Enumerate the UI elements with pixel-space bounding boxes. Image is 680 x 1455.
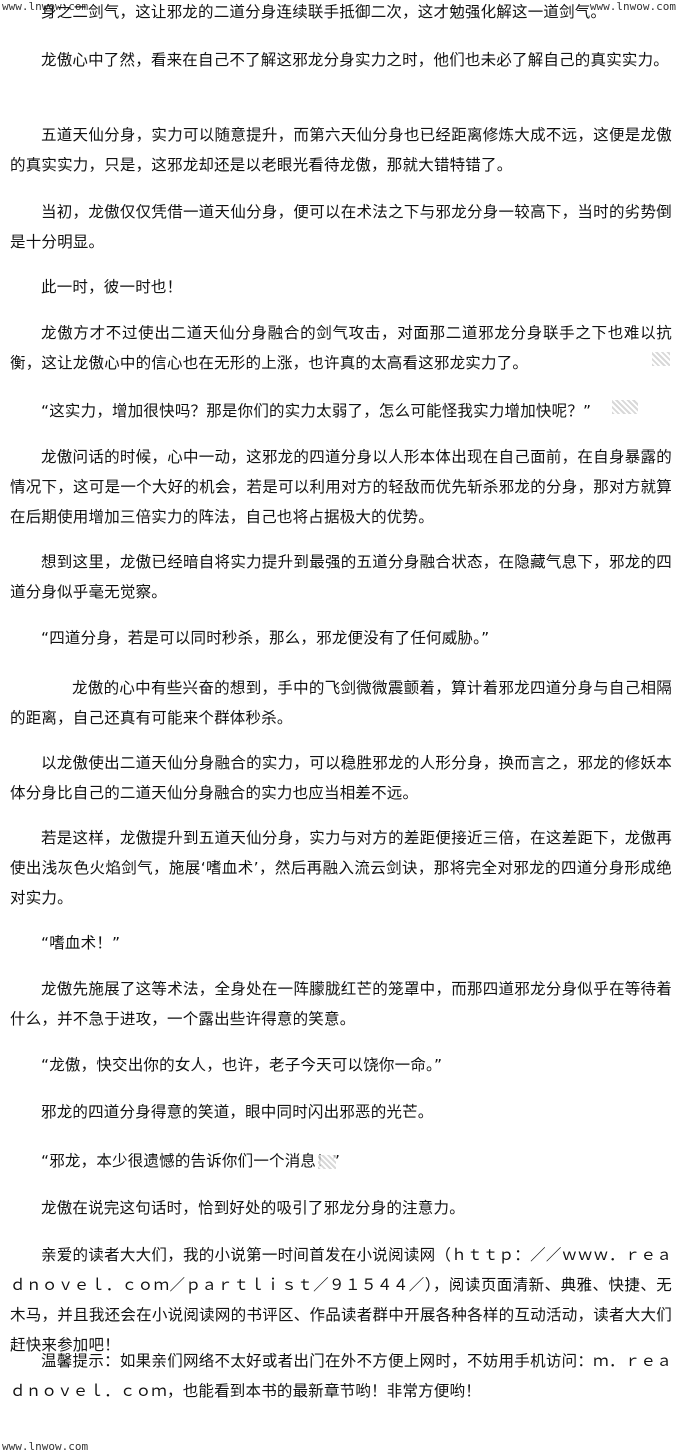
paragraph-19: 龙傲在说完这句话时，恰到好处的吸引了邪龙分身的注意力。: [41, 1199, 465, 1217]
paragraph-18: “邪龙，本少很遗憾的告诉你们一个消息！”: [41, 1152, 341, 1170]
site-watermark-top-left: www.lnwow.com: [2, 0, 89, 13]
paragraph-3: 五道天仙分身，实力可以随意提升，而第六天仙分身也已经距离修炼大成不远，这便是龙傲…: [10, 126, 672, 174]
paragraph-16: “龙傲，快交出你的女人，也许，老子今天可以饶你一命。”: [41, 1056, 443, 1074]
paragraph-4: 当初，龙傲仅仅凭借一道天仙分身，便可以在术法之下与邪龙分身一较高下，当时的劣势倒…: [10, 203, 672, 251]
paragraph-13: 若是这样，龙傲提升到五道天仙分身，实力与对方的差距便接近三倍，在这差距下，龙傲再…: [10, 829, 672, 907]
paragraph-5: 此一时，彼一时也！: [41, 278, 183, 296]
scan-noise-mark: [612, 400, 638, 414]
paragraph-6: 龙傲方才不过使出二道天仙分身融合的剑气攻击，对面那二道邪龙分身联手之下也难以抗衡…: [10, 324, 672, 372]
paragraph-15: 龙傲先施展了这等术法，全身处在一阵朦胧红芒的笼罩中，而那四道邪龙分身似乎在等待着…: [10, 980, 672, 1028]
site-watermark-bottom-left: www.lnwow.com: [2, 1440, 89, 1453]
paragraph-8: 龙傲问话的时候，心中一动，这邪龙的四道分身以人形本体出现在自己面前，在自身暴露的…: [10, 448, 672, 526]
paragraph-17: 邪龙的四道分身得意的笑道，眼中同时闪出邪恶的光芒。: [41, 1103, 434, 1121]
paragraph-20: 亲爱的读者大大们，我的小说第一时间首发在小说阅读网（ｈｔｔｐ：／／ｗｗｗ．ｒｅａ…: [10, 1246, 672, 1354]
paragraph-9: 想到这里，龙傲已经暗自将实力提升到最强的五道分身融合状态，在隐藏气息下，邪龙的四…: [10, 553, 672, 601]
paragraph-21: 温馨提示：如果亲们网络不太好或者出门在外不方便上网时，不妨用手机访问：ｍ．ｒｅａ…: [10, 1352, 672, 1400]
paragraph-11: 龙傲的心中有些兴奋的想到，手中的飞剑微微震颤着，算计着邪龙四道分身与自己相隔的距…: [10, 679, 672, 727]
paragraph-10: “四道分身，若是可以同时秒杀，那么，邪龙便没有了任何威胁。”: [41, 629, 490, 647]
paragraph-1: 身之二剑气，这让邪龙的二道分身连续联手抵御二次，这才勉强化解这一道剑气。: [41, 3, 607, 21]
scan-noise-mark: [652, 352, 670, 366]
paragraph-14: “嗜血术！”: [41, 934, 121, 952]
paragraph-12: 以龙傲使出二道天仙分身融合的实力，可以稳胜邪龙的人形分身，换而言之，邪龙的修妖本…: [10, 754, 672, 802]
scan-noise-mark: [318, 1155, 336, 1169]
paragraph-7: “这实力，增加很快吗？那是你们的实力太弱了，怎么可能怪我实力增加快呢？”: [41, 402, 592, 420]
site-watermark-top-right: www.lnwow.com: [589, 0, 676, 13]
paragraph-2: 龙傲心中了然，看来在自己不了解这邪龙分身实力之时，他们也未必了解自己的真实实力。: [41, 51, 670, 69]
